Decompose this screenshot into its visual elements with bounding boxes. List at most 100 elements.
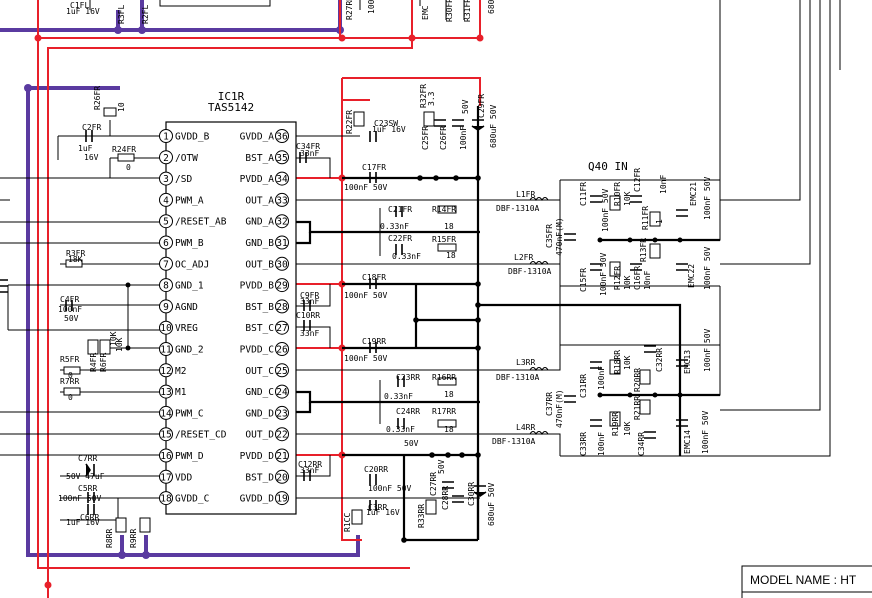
label-c7rr-value: 50V 47uF — [66, 472, 105, 481]
label-c10rr: C10RR — [296, 311, 320, 320]
ic-pin-20 — [275, 469, 289, 484]
label-c24rr-value: 0.33nF — [386, 425, 415, 434]
label-l1fr-value: DBF-1310A — [496, 204, 540, 213]
ic-pin-number: 29 — [276, 281, 288, 292]
ic-pin-number: 3 — [163, 174, 169, 185]
label-r7rr: R7RR — [60, 377, 79, 386]
ic-pin-17 — [159, 469, 173, 484]
label-r14fr: R14FR — [432, 205, 456, 214]
capacitor-c35fr — [564, 233, 576, 241]
ic-pin-13 — [159, 384, 173, 399]
label-r27rr: R27RR — [345, 0, 354, 20]
ic-pin-label: OUT_C — [245, 366, 274, 377]
label-r24fr: R24FR — [112, 145, 136, 154]
resistor-r5fr — [63, 366, 81, 375]
ic-pin-label: GND_D — [245, 408, 274, 419]
ic-pin-10 — [159, 320, 173, 335]
ic-pin-label: GND_1 — [175, 281, 204, 292]
resistor-r26fr — [103, 107, 117, 117]
capacitor-c19rr — [369, 342, 377, 353]
label-c17fr-value: 100nF 50V — [344, 183, 388, 192]
ic-pin-label: GND_C — [245, 387, 274, 398]
ic-pin-number: 24 — [276, 387, 288, 398]
label-c19rr-value: 100nF 50V — [344, 354, 388, 363]
ic-pin-label: OUT_A — [245, 195, 274, 206]
label-r2fl: R2FL — [141, 5, 150, 24]
label-c5rr: C5RR — [78, 484, 97, 493]
label-r4fr: R4FR — [89, 353, 98, 372]
label-r6fr: R6FR — [99, 353, 108, 372]
label-emc: EMC — [421, 5, 430, 20]
ic-pin-1 — [159, 129, 173, 143]
label-r12fr: R12FR — [613, 266, 622, 290]
label-c11fr: C11FR — [579, 182, 588, 206]
ic-pin-number: 13 — [160, 387, 171, 398]
label-l3rr-value: DBF-1310A — [496, 373, 540, 382]
ic-pin-number: 6 — [163, 238, 169, 249]
ic-pin-label: PVDD_A — [240, 174, 275, 185]
red-rail — [34, 0, 484, 598]
label-r7rr-value: 0 — [68, 393, 73, 402]
ic-pin-label: /OTW — [175, 153, 198, 164]
ic-pin-number: 19 — [276, 494, 288, 505]
ic-pin-14 — [159, 405, 173, 420]
ic-pin-number: 33 — [276, 195, 287, 206]
model-name-label: MODEL NAME : HT — [750, 573, 857, 587]
label-c7rr: C7RR — [78, 454, 97, 463]
ic-pin-29 — [275, 278, 289, 293]
ic-pin-21 — [275, 448, 289, 463]
ic-pin-number: 10 — [160, 323, 172, 334]
label-100nf: 100nF — [459, 126, 468, 150]
label-c12fr: C12FR — [633, 168, 642, 192]
label-c2fr-value: 1uF — [78, 144, 93, 153]
ic-pin-number: 31 — [276, 238, 288, 249]
ic-pin-12 — [159, 363, 173, 378]
capacitor-c27rr — [442, 481, 454, 489]
label-c33rr-value: 100nF — [597, 432, 606, 456]
component-labels: C2FR 1uF 16V R26FR 10 R24FR 0 R3FR 18K C… — [58, 0, 712, 548]
label-r18rr-value: 10K — [623, 355, 632, 370]
ic-pin-label: VREG — [175, 323, 198, 334]
capacitor-c22fr — [395, 244, 403, 255]
label-emc21-value: 100nF 50V — [703, 176, 712, 220]
label-r4fr-value: 10K — [109, 331, 118, 346]
label-r15fr-value: 18 — [446, 251, 456, 260]
label-c18fr: C18FR — [362, 273, 386, 282]
ic-pin-label: /RESET_CD — [175, 430, 227, 441]
capacitor-c21fr — [395, 206, 403, 217]
capacitor-c30rr — [473, 485, 487, 497]
ic-pin-6 — [159, 235, 173, 250]
ic-pin-28 — [275, 299, 289, 314]
capacitor-emc14 — [676, 419, 688, 427]
resistor-r11fr — [649, 211, 661, 227]
ic-pin-number: 34 — [276, 174, 288, 185]
label-r14fr-value: 18 — [444, 222, 454, 231]
capacitor-c5rr — [87, 492, 95, 503]
resistor-r21rr — [639, 399, 651, 415]
ic-pin-label: OUT_B — [245, 259, 274, 270]
label-emc21: EMC21 — [689, 182, 698, 206]
label-r5fr-value: 0 — [68, 371, 73, 380]
label-c31rr: C31RR — [579, 374, 588, 398]
ic-pin-label: /SD — [175, 174, 192, 185]
label-c16fr: C16FR — [633, 266, 642, 290]
section-label: Q40 IN — [588, 160, 628, 173]
label-c29fr: C29FR — [477, 94, 486, 118]
capacitor-c17fr — [369, 172, 377, 183]
label-c9fr: C9FR — [300, 291, 319, 300]
ic-pin-label: OC_ADJ — [175, 259, 209, 270]
label-r5fr: R5FR — [60, 355, 79, 364]
ic-pin-number: 22 — [276, 430, 287, 441]
ic-pin-16 — [159, 448, 173, 463]
ic-pin-label: GVDD_A — [240, 132, 275, 143]
label-680: 680 — [487, 0, 496, 14]
ic-pin-number: 5 — [163, 217, 169, 228]
label-c25fr: C25FR — [421, 126, 430, 150]
label-c23rr-value: 0.33nF — [384, 392, 413, 401]
resistor-r9rr — [139, 517, 151, 533]
ic-pin-label: PVDD_D — [240, 451, 275, 462]
label-l2fr: L2FR — [514, 253, 533, 262]
capacitor-c10rr — [303, 320, 311, 331]
ic-pin-number: 11 — [160, 345, 172, 356]
